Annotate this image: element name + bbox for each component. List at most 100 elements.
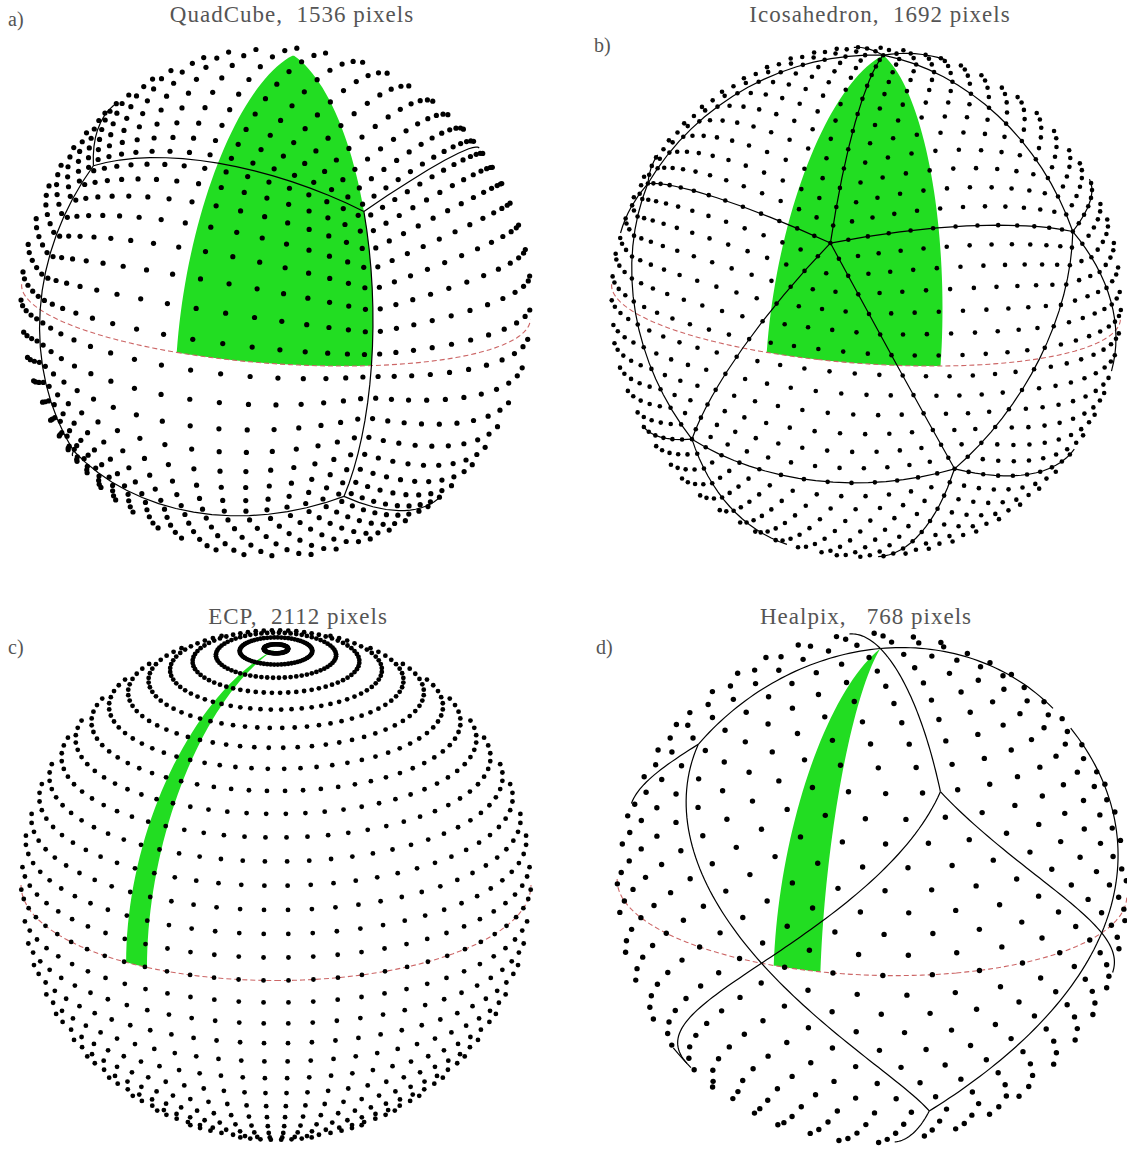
pixel-dot bbox=[516, 255, 521, 260]
pixel-dot bbox=[1028, 242, 1033, 247]
pixel-dot bbox=[819, 550, 824, 555]
pixel-dot bbox=[158, 498, 163, 503]
pixel-dot bbox=[139, 1084, 144, 1089]
pixel-dot bbox=[394, 326, 399, 331]
pixel-dot bbox=[143, 987, 148, 992]
pixel-dot bbox=[499, 357, 504, 362]
face-boundary bbox=[344, 211, 373, 496]
pixel-dot bbox=[421, 244, 426, 249]
pixel-dot bbox=[1052, 209, 1057, 214]
pixel-dot bbox=[238, 1129, 243, 1134]
pixel-dot bbox=[378, 306, 383, 311]
pixel-dot bbox=[258, 147, 263, 152]
pixel-dot bbox=[1015, 95, 1020, 100]
pixel-dot bbox=[179, 503, 184, 508]
pixel-dot bbox=[1011, 459, 1016, 464]
pixel-dot bbox=[1101, 347, 1106, 352]
pixel-dot bbox=[637, 381, 642, 386]
pixel-dot bbox=[816, 65, 821, 70]
pixel-dot bbox=[715, 423, 720, 428]
pixel-dot bbox=[155, 1108, 160, 1113]
pixel-dot bbox=[392, 521, 397, 526]
pixel-dot bbox=[700, 105, 705, 110]
pixel-dot bbox=[61, 411, 66, 416]
pixel-dot bbox=[966, 411, 971, 416]
pixel-dot bbox=[327, 276, 332, 281]
pixel-dot bbox=[983, 132, 988, 137]
pixel-dot bbox=[744, 81, 749, 86]
pixel-dot bbox=[44, 946, 49, 951]
pixel-dot bbox=[686, 363, 691, 368]
pixel-dot bbox=[1005, 110, 1010, 115]
pixel-dot bbox=[302, 89, 307, 94]
pixel-dot bbox=[858, 180, 863, 185]
pixel-dot bbox=[1053, 384, 1058, 389]
pixel-dot bbox=[27, 250, 32, 255]
pixel-dot bbox=[924, 541, 929, 546]
pixel-dot bbox=[234, 230, 239, 235]
pixel-dot bbox=[126, 465, 131, 470]
pixel-dot bbox=[96, 147, 101, 152]
pixel-dot bbox=[130, 509, 135, 514]
pixel-dot bbox=[753, 529, 758, 534]
pixel-dot bbox=[822, 57, 827, 62]
face-boundary bbox=[830, 55, 883, 243]
pixel-dot bbox=[358, 228, 363, 233]
pixel-dot bbox=[201, 1086, 206, 1091]
pixel-dot bbox=[381, 1012, 386, 1017]
pixel-dot bbox=[1006, 487, 1011, 492]
pixel-dot bbox=[299, 59, 304, 64]
pixel-dot bbox=[650, 218, 655, 223]
pixel-dot bbox=[78, 438, 83, 443]
pixel-dot bbox=[692, 467, 697, 472]
pixel-dot bbox=[710, 154, 715, 159]
pixel-dot bbox=[349, 491, 354, 496]
pixel-dot bbox=[50, 302, 55, 307]
pixel-dot bbox=[244, 1103, 249, 1108]
pixel-dot bbox=[757, 107, 762, 112]
pixel-dot bbox=[997, 517, 1002, 522]
pixel-dot bbox=[792, 119, 797, 124]
pixel-dot bbox=[249, 1123, 254, 1128]
pixel-dot bbox=[98, 1030, 103, 1035]
pixel-dot bbox=[264, 195, 269, 200]
pixel-dot bbox=[875, 195, 880, 200]
pixel-dot bbox=[470, 1004, 475, 1009]
pixel-dot bbox=[143, 965, 148, 970]
pixel-dot bbox=[35, 937, 40, 942]
pixel-dot bbox=[860, 97, 865, 102]
pixel-dot bbox=[755, 359, 760, 364]
pixel-dot bbox=[1031, 172, 1036, 177]
pixel-dot bbox=[737, 460, 742, 465]
pixel-dot bbox=[743, 163, 748, 168]
pixel-dot bbox=[43, 980, 48, 985]
pixel-dot bbox=[59, 430, 64, 435]
pixel-dot bbox=[383, 1112, 388, 1117]
pixel-dot bbox=[91, 396, 96, 401]
pixel-dot bbox=[974, 529, 979, 534]
pixel-dot bbox=[408, 169, 413, 174]
pixel-dot bbox=[387, 238, 392, 243]
pixel-dot bbox=[1044, 243, 1049, 248]
pixel-dot bbox=[769, 279, 774, 284]
pixel-dot bbox=[86, 969, 91, 974]
pixel-dot bbox=[995, 167, 1000, 172]
pixel-dot bbox=[618, 236, 623, 241]
pixel-dot bbox=[1068, 452, 1073, 457]
pixel-dot bbox=[1034, 283, 1039, 288]
pixel-dot bbox=[59, 255, 64, 260]
pixel-dot bbox=[932, 70, 937, 75]
pixel-dot bbox=[466, 367, 471, 372]
pixel-dot bbox=[838, 431, 843, 436]
pixel-dot bbox=[336, 975, 341, 980]
pixel-dot bbox=[505, 203, 510, 208]
pixel-dot bbox=[40, 242, 45, 247]
pixel-dot bbox=[43, 364, 48, 369]
pixel-dot bbox=[108, 132, 113, 137]
pixel-dot bbox=[263, 1091, 268, 1096]
pixel-dot bbox=[912, 310, 917, 315]
pixel-dot bbox=[760, 191, 765, 196]
pixel-dot bbox=[360, 202, 365, 207]
pixel-dot bbox=[239, 1058, 244, 1063]
pixel-dot bbox=[34, 915, 39, 920]
